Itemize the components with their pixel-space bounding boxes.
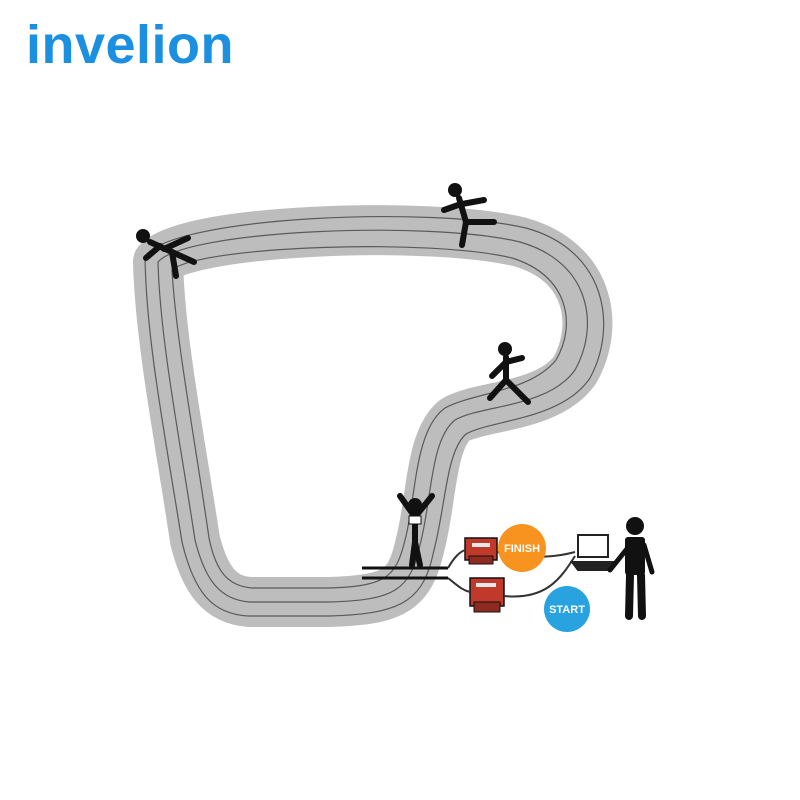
finish-label: FINISH [504, 543, 540, 555]
start-finish-lines [362, 566, 448, 580]
laptop-icon [570, 534, 616, 571]
start-label: START [549, 604, 585, 616]
rfid-reader-start [469, 577, 505, 613]
runner-figure [487, 342, 531, 405]
operator-figure [607, 517, 655, 620]
brand-logo: invelion [26, 15, 235, 75]
runner-figure [441, 183, 497, 248]
runner-figure [136, 229, 197, 279]
finish-badge: FINISH [498, 524, 546, 572]
track-lane-outer [157, 229, 588, 603]
winner-figure [397, 493, 435, 568]
track-lane-inner [171, 246, 567, 589]
rfid-reader-finish [464, 537, 498, 565]
start-badge: START [544, 586, 590, 632]
